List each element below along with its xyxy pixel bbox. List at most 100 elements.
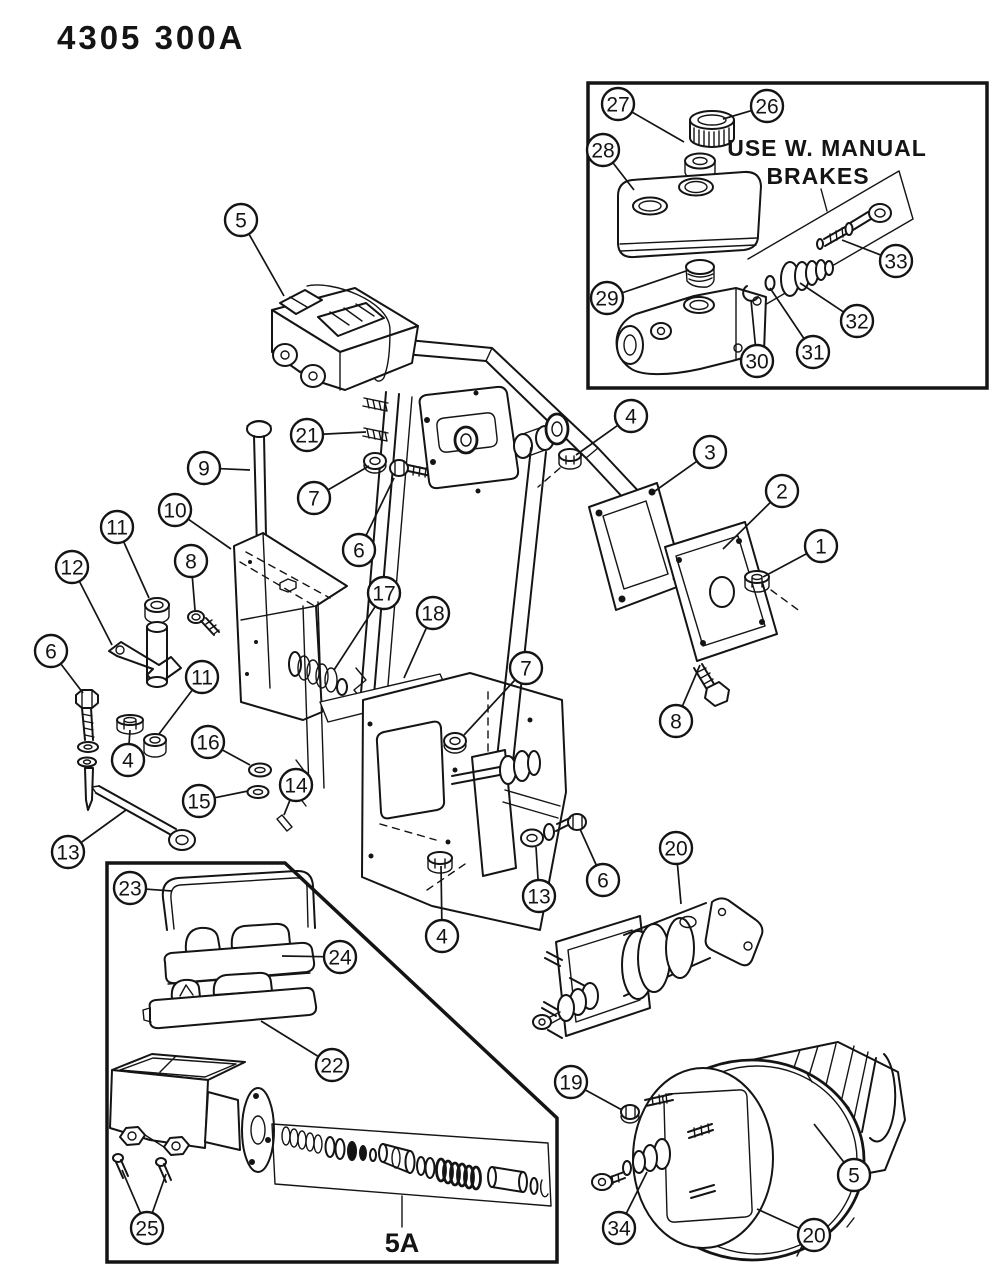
callout-balloon-6: [585, 862, 621, 898]
callout-balloon-1: [803, 528, 839, 564]
rebuild-kit-inset: 5A: [105, 861, 559, 1264]
callout-leader-31: [769, 287, 805, 339]
callout-balloon-28: [585, 132, 621, 168]
callout-balloon-11: [184, 659, 220, 695]
callout-number-34: 34: [607, 1218, 631, 1241]
callout-balloon-16: [190, 724, 226, 760]
callout-leader-30: [750, 299, 757, 345]
callout-balloon-22: [314, 1047, 350, 1083]
callout-leader-24: [281, 955, 324, 958]
callout-leader-5: [813, 1123, 845, 1163]
vacuum-booster-assembly: [591, 1041, 906, 1262]
callout-leader-20: [676, 864, 682, 905]
callout-number-16: 16: [196, 732, 219, 755]
left-hardware: [75, 597, 293, 851]
callout-number-3: 3: [704, 442, 716, 465]
callout-number-20: 20: [802, 1225, 825, 1248]
callout-number-7: 7: [308, 488, 320, 511]
callout-leader-11: [158, 690, 193, 735]
callout-number-22: 22: [320, 1055, 343, 1078]
callout-number-14: 14: [284, 775, 308, 798]
callout-balloon-31: [795, 334, 831, 370]
callout-leader-19: [585, 1089, 623, 1111]
callout-leader-14: [283, 800, 291, 816]
callout-leader-6: [579, 828, 597, 865]
callout-number-7: 7: [520, 658, 532, 681]
callout-balloon-15: [181, 783, 217, 819]
callout-balloon-32: [839, 303, 875, 339]
callout-balloon-2: [764, 473, 800, 509]
callout-number-9: 9: [198, 458, 210, 481]
callout-number-6: 6: [353, 540, 365, 563]
callout-number-1: 1: [815, 536, 827, 559]
callout-balloon-25: [129, 1210, 165, 1246]
callout-number-31: 31: [801, 342, 824, 365]
callout-number-23: 23: [118, 878, 141, 901]
callout-leader-4: [128, 729, 131, 744]
callout-balloon-6: [341, 532, 377, 568]
slot-bracket-plate: [418, 385, 582, 494]
callout-leader-5: [248, 234, 285, 297]
callout-number-21: 21: [295, 425, 318, 448]
callout-leader-7: [463, 679, 516, 736]
callout-balloon-5: [223, 202, 259, 238]
callout-number-33: 33: [884, 251, 907, 274]
callout-balloon-10: [157, 492, 193, 528]
callout-balloon-8: [658, 703, 694, 739]
rebuild-kit-label: 5A: [385, 1228, 420, 1258]
callout-leader-15: [215, 790, 249, 799]
callout-leader-9: [220, 467, 251, 471]
callout-number-20: 20: [664, 838, 687, 861]
callout-leader-8: [681, 664, 701, 706]
callout-number-4: 4: [625, 406, 637, 429]
callout-number-24: 24: [328, 947, 352, 970]
callout-leader-16: [222, 749, 251, 766]
callout-leader-20: [756, 1208, 799, 1229]
manual-brakes-note-line1: USE W. MANUAL: [727, 135, 927, 161]
callout-leader-13: [81, 809, 127, 843]
callout-balloon-5: [836, 1157, 872, 1193]
callout-balloon-4: [424, 918, 460, 954]
callout-balloon-30: [739, 343, 775, 379]
callout-leader-3: [654, 461, 697, 492]
callout-number-2: 2: [776, 481, 788, 504]
callout-leader-25: [151, 1173, 167, 1213]
callout-leader-21: [323, 431, 367, 435]
callout-balloon-13: [50, 834, 86, 870]
adapter-plates: [588, 482, 802, 707]
callout-balloon-8: [173, 543, 209, 579]
callout-number-15: 15: [187, 791, 210, 814]
callout-number-18: 18: [421, 603, 444, 626]
callout-leader-25: [121, 1169, 142, 1213]
callout-leader-33: [841, 239, 881, 256]
callout-leader-2: [722, 502, 771, 550]
callout-leader-32: [799, 282, 844, 313]
callout-number-6: 6: [45, 641, 57, 664]
hydro-boost-unit: [532, 897, 764, 1039]
callout-number-5: 5: [848, 1165, 860, 1188]
callout-number-10: 10: [163, 500, 186, 523]
callout-leader-4: [575, 425, 618, 456]
callout-number-4: 4: [436, 926, 448, 949]
callout-balloon-6: [33, 633, 69, 669]
callout-leader-18: [403, 628, 427, 679]
callout-balloon-7: [296, 480, 332, 516]
callout-leader-7: [328, 465, 370, 491]
callout-balloon-12: [54, 549, 90, 585]
callout-number-8: 8: [670, 711, 682, 734]
manual-brakes-inset: USE W. MANUAL BRAKES: [586, 81, 989, 390]
callout-balloon-4: [110, 742, 146, 778]
callout-leader-17: [333, 606, 376, 671]
callout-balloon-19: [553, 1064, 589, 1100]
callout-balloon-34: [601, 1210, 637, 1246]
callout-leader-28: [612, 162, 635, 191]
callout-leader-6: [365, 477, 395, 536]
callout-balloon-27: [600, 86, 636, 122]
callout-leader-23: [146, 888, 173, 892]
callout-balloon-20: [796, 1217, 832, 1253]
callout-number-5: 5: [235, 210, 247, 233]
callout-leader-8: [191, 577, 196, 611]
callout-leader-10: [188, 519, 232, 550]
